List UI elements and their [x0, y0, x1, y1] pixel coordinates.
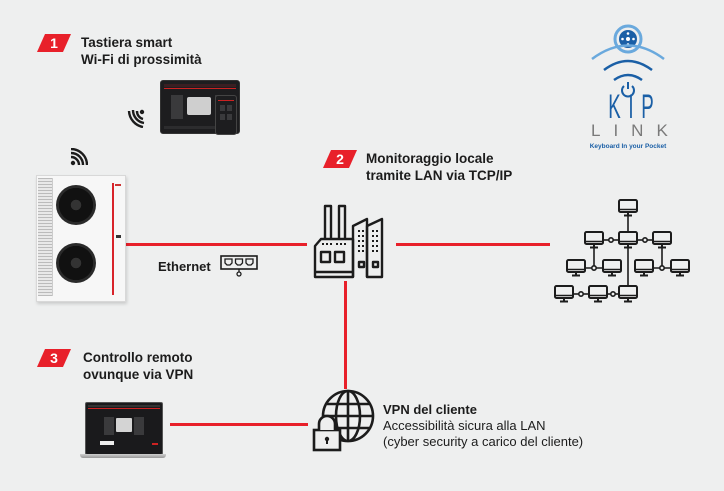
heat-pump-unit: [36, 175, 126, 303]
step-3-badge: 3: [37, 349, 71, 367]
vpn-description-line2: (cyber security a carico del cliente): [383, 434, 584, 449]
connection-line-factory-vpn: [344, 281, 347, 389]
fan-icon: [56, 185, 96, 225]
link-wordmark: LINK: [591, 121, 681, 140]
factory-icon: [313, 204, 384, 279]
kip-tagline: Keyboard In your Pocket: [589, 143, 667, 150]
vpn-description-line1: Accessibilità sicura alla LAN: [383, 418, 546, 433]
vpn-info: VPN del cliente Accessibilità sicura all…: [383, 402, 583, 450]
fan-icon: [56, 243, 96, 283]
kip-wordmark: KIP: [608, 88, 662, 126]
kip-link-graphic: [591, 24, 665, 98]
step-1-badge: 1: [37, 34, 71, 52]
ethernet-label: Ethernet: [158, 259, 211, 274]
wifi-icon: [70, 148, 88, 166]
connection-line-heatpump-factory: [125, 243, 307, 246]
step-3-title: Controllo remoto ovunque via VPN: [83, 350, 194, 382]
smartphone-device: [215, 95, 237, 135]
kip-link-logo: KIP LINK Keyboard In your Pocket: [578, 22, 678, 157]
laptop-device: [80, 402, 166, 460]
connection-line-laptop-vpn: [170, 423, 308, 426]
vpn-title: VPN del cliente: [383, 402, 477, 417]
lan-network-icon: [554, 199, 690, 303]
step-2-number: 2: [336, 151, 344, 167]
globe-lock-icon: [312, 389, 375, 452]
step-2-title: Monitoraggio locale tramite LAN via TCP/…: [366, 151, 513, 183]
ethernet-port-icon: [220, 255, 258, 277]
wifi-icon: [127, 109, 145, 128]
step-1-title: Tastiera smart Wi-Fi di prossimità: [81, 35, 202, 67]
step-1-number: 1: [50, 35, 58, 51]
step-3-number: 3: [50, 350, 58, 366]
step-2-badge: 2: [323, 150, 357, 168]
connection-line-factory-lan: [396, 243, 550, 246]
